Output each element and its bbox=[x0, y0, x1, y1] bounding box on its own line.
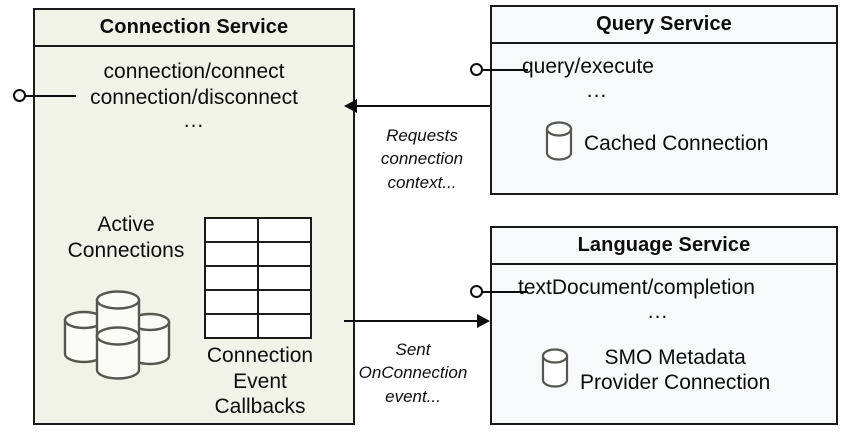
database-cylinder-icon bbox=[544, 120, 574, 167]
table-cell[interactable] bbox=[204, 265, 259, 291]
table-cell[interactable] bbox=[257, 313, 312, 339]
connection-service-operations: connection/connect connection/disconnect… bbox=[35, 47, 353, 131]
callbacks-caption-line2: Event bbox=[233, 369, 287, 393]
smo-metadata-provider-label-line1: SMO Metadata bbox=[604, 346, 746, 369]
database-cluster-svg bbox=[63, 290, 171, 380]
active-connections-caption: Active Connections bbox=[47, 212, 205, 263]
database-cylinder-svg bbox=[541, 348, 569, 388]
callbacks-caption-line3: Callbacks bbox=[214, 395, 306, 419]
active-connections-caption-line2: Connections bbox=[67, 238, 185, 262]
table-cell[interactable] bbox=[257, 241, 312, 267]
connection-event-callbacks-caption: Connection Event Callbacks bbox=[180, 343, 340, 420]
table-cell[interactable] bbox=[204, 313, 259, 339]
smo-metadata-provider-artifact: SMO Metadata Provider Connection bbox=[540, 345, 770, 395]
table-row[interactable] bbox=[204, 289, 312, 315]
component-query-service[interactable]: Query Service query/execute ... Cached C… bbox=[490, 5, 838, 195]
smo-metadata-provider-label-line2: Provider Connection bbox=[580, 371, 771, 395]
table-cell[interactable] bbox=[204, 241, 259, 267]
arrow-label-requests-connection-context: Requests connection context... bbox=[361, 124, 483, 194]
component-connection-service[interactable]: Connection Service connection/connect co… bbox=[33, 8, 355, 425]
table-row[interactable] bbox=[204, 241, 312, 267]
operation-connection-connect[interactable]: connection/connect bbox=[103, 60, 285, 83]
arrow-label-line1: Sent bbox=[395, 340, 431, 359]
connection-service-body: connection/connect connection/disconnect… bbox=[35, 47, 353, 425]
smo-metadata-provider-label: SMO Metadata Provider Connection bbox=[580, 345, 770, 395]
table-cell[interactable] bbox=[257, 265, 312, 291]
connection-service-operations-ellipsis: ... bbox=[183, 109, 205, 133]
query-service-operations-ellipsis: ... bbox=[586, 78, 608, 102]
arrow-connection-to-language-head bbox=[477, 314, 490, 328]
operation-connection-disconnect[interactable]: connection/disconnect bbox=[90, 85, 298, 109]
operation-textdocument-completion[interactable]: textDocument/completion bbox=[518, 276, 755, 299]
arrow-label-line2: connection bbox=[380, 149, 464, 169]
arrow-connection-to-language-line bbox=[344, 320, 478, 322]
language-service-title: Language Service bbox=[492, 228, 836, 265]
lollipop-stem bbox=[480, 291, 528, 293]
table-row[interactable] bbox=[204, 313, 312, 339]
arrow-label-line3: event... bbox=[385, 386, 441, 406]
table-cell[interactable] bbox=[257, 289, 312, 315]
component-language-service[interactable]: Language Service textDocument/completion… bbox=[490, 226, 838, 425]
callbacks-caption-line1: Connection bbox=[206, 344, 314, 367]
arrow-query-to-connection-head bbox=[344, 99, 357, 113]
query-service-provided-interface[interactable] bbox=[470, 60, 528, 80]
language-service-operations-ellipsis: ... bbox=[647, 299, 669, 323]
database-cylinder-icon bbox=[540, 347, 570, 394]
language-service-body: textDocument/completion ... SMO Metadata… bbox=[492, 265, 836, 425]
query-service-body: query/execute ... Cached Connection bbox=[492, 44, 836, 195]
connection-event-callbacks-table[interactable] bbox=[204, 217, 312, 339]
cached-connection-artifact: Cached Connection bbox=[544, 120, 768, 167]
table-cell[interactable] bbox=[204, 289, 259, 315]
table-row[interactable] bbox=[204, 265, 312, 291]
table-cell[interactable] bbox=[204, 217, 259, 243]
active-connections-caption-line1: Active bbox=[97, 213, 155, 236]
connection-service-provided-interface[interactable] bbox=[13, 86, 76, 106]
language-service-operations: textDocument/completion ... bbox=[492, 265, 836, 322]
cached-connection-label: Cached Connection bbox=[584, 131, 769, 155]
lollipop-stem bbox=[480, 69, 528, 71]
table-cell[interactable] bbox=[257, 217, 312, 243]
table-body bbox=[204, 217, 312, 339]
table-row[interactable] bbox=[204, 217, 312, 243]
database-cluster-icon bbox=[57, 282, 179, 382]
lollipop-stem bbox=[23, 95, 76, 97]
lollipop-provided-interface-icon[interactable] bbox=[470, 285, 483, 298]
database-cylinder-svg bbox=[545, 121, 573, 161]
query-service-title: Query Service bbox=[492, 7, 836, 44]
language-service-provided-interface[interactable] bbox=[470, 282, 528, 302]
arrow-query-to-connection-line bbox=[356, 105, 490, 107]
arrow-label-sent-onconnection-event: Sent OnConnection event... bbox=[348, 338, 478, 408]
lollipop-provided-interface-icon[interactable] bbox=[13, 89, 26, 102]
query-service-operations: query/execute ... bbox=[492, 44, 836, 101]
arrow-label-line1: Requests bbox=[386, 126, 458, 145]
arrow-label-line2: OnConnection bbox=[358, 363, 468, 383]
lollipop-provided-interface-icon[interactable] bbox=[470, 63, 483, 76]
connection-service-title: Connection Service bbox=[35, 10, 353, 47]
operation-query-execute[interactable]: query/execute bbox=[522, 55, 654, 78]
arrow-label-line3: context... bbox=[387, 172, 457, 192]
